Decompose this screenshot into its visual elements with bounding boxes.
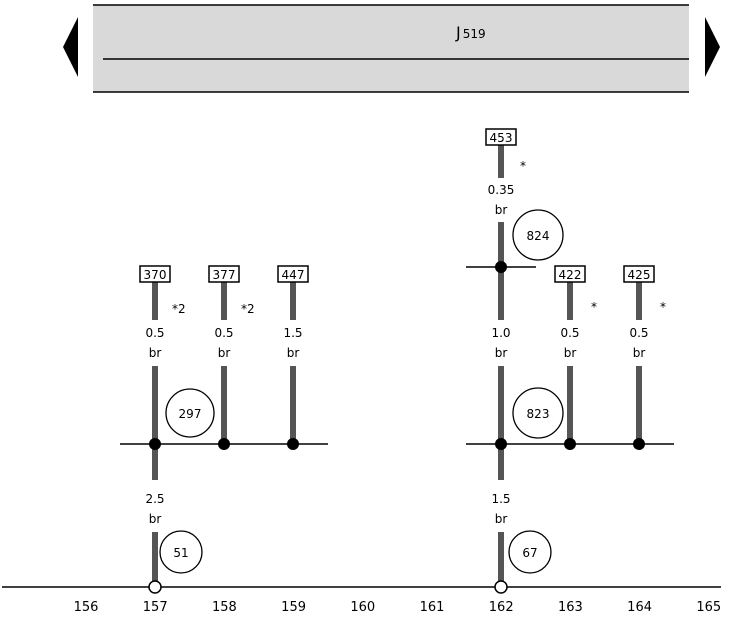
component-box <box>485 128 517 146</box>
track-number: 159 <box>281 600 306 615</box>
connector-circle <box>512 209 564 261</box>
junction-dot <box>218 438 230 450</box>
wire-377-color: br <box>218 346 231 360</box>
track-number: 164 <box>627 600 652 615</box>
junction-dot <box>633 438 645 450</box>
wire-162-low-color: br <box>495 512 508 526</box>
connector-circle <box>512 387 564 439</box>
connector-823-label: 823 <box>527 407 550 421</box>
continues-right-arrow-icon <box>705 17 720 77</box>
wire-370-color: br <box>149 346 162 360</box>
connector-824-label: 824 <box>527 229 550 243</box>
wire-162-mid-size: 1.0 <box>491 326 510 340</box>
track-number: 157 <box>143 600 168 615</box>
wire-453-color: br <box>495 203 508 217</box>
control-unit-box <box>93 5 689 92</box>
note-377: *2 <box>241 302 255 316</box>
connector-circle <box>508 530 552 574</box>
control-unit-letter: J <box>455 23 461 42</box>
track-number: 161 <box>420 600 445 615</box>
wire-453-size: 0.35 <box>488 183 515 197</box>
wire-425-color: br <box>633 346 646 360</box>
track-number: 163 <box>558 600 583 615</box>
ground-point-circle <box>148 580 162 594</box>
track-number: 160 <box>350 600 375 615</box>
wire-447-size: 1.5 <box>283 326 302 340</box>
control-unit-number: 519 <box>463 27 486 41</box>
component-box <box>623 265 655 283</box>
component-425-label: 425 <box>628 268 651 282</box>
junction-dot <box>149 438 161 450</box>
connector-67-label: 67 <box>522 546 537 560</box>
wire-422-size: 0.5 <box>560 326 579 340</box>
component-box <box>554 265 586 283</box>
component-453-label: 453 <box>490 131 513 145</box>
wire-157-size: 2.5 <box>145 492 164 506</box>
wire-422-color: br <box>564 346 577 360</box>
track-number: 156 <box>74 600 99 615</box>
component-box <box>208 265 240 283</box>
wire-162-mid-color: br <box>495 346 508 360</box>
note-422: * <box>591 300 597 314</box>
wire-162-low-size: 1.5 <box>491 492 510 506</box>
component-377-label: 377 <box>213 268 236 282</box>
junction-dot <box>495 438 507 450</box>
note-370: *2 <box>172 302 186 316</box>
connector-51-label: 51 <box>173 546 188 560</box>
track-number: 158 <box>212 600 237 615</box>
junction-dot <box>495 261 507 273</box>
track-number-row: 156 157 158 159 160 161 162 163 164 165 <box>74 600 722 615</box>
junction-dot <box>564 438 576 450</box>
continues-left-arrow-icon <box>63 17 78 77</box>
component-370-label: 370 <box>144 268 167 282</box>
note-453: * <box>520 159 526 173</box>
connector-circle <box>159 530 203 574</box>
ground-point-circle <box>494 580 508 594</box>
wire-377-size: 0.5 <box>214 326 233 340</box>
connector-circle <box>165 388 215 438</box>
junction-dot <box>287 438 299 450</box>
note-425: * <box>660 300 666 314</box>
track-number: 162 <box>489 600 514 615</box>
connector-297-label: 297 <box>179 407 202 421</box>
component-447-label: 447 <box>282 268 305 282</box>
wire-157-color: br <box>149 512 162 526</box>
wire-447-color: br <box>287 346 300 360</box>
track-number: 165 <box>696 600 721 615</box>
wire-370-size: 0.5 <box>145 326 164 340</box>
component-box <box>277 265 309 283</box>
component-422-label: 422 <box>559 268 582 282</box>
wire-425-size: 0.5 <box>629 326 648 340</box>
component-box <box>139 265 171 283</box>
